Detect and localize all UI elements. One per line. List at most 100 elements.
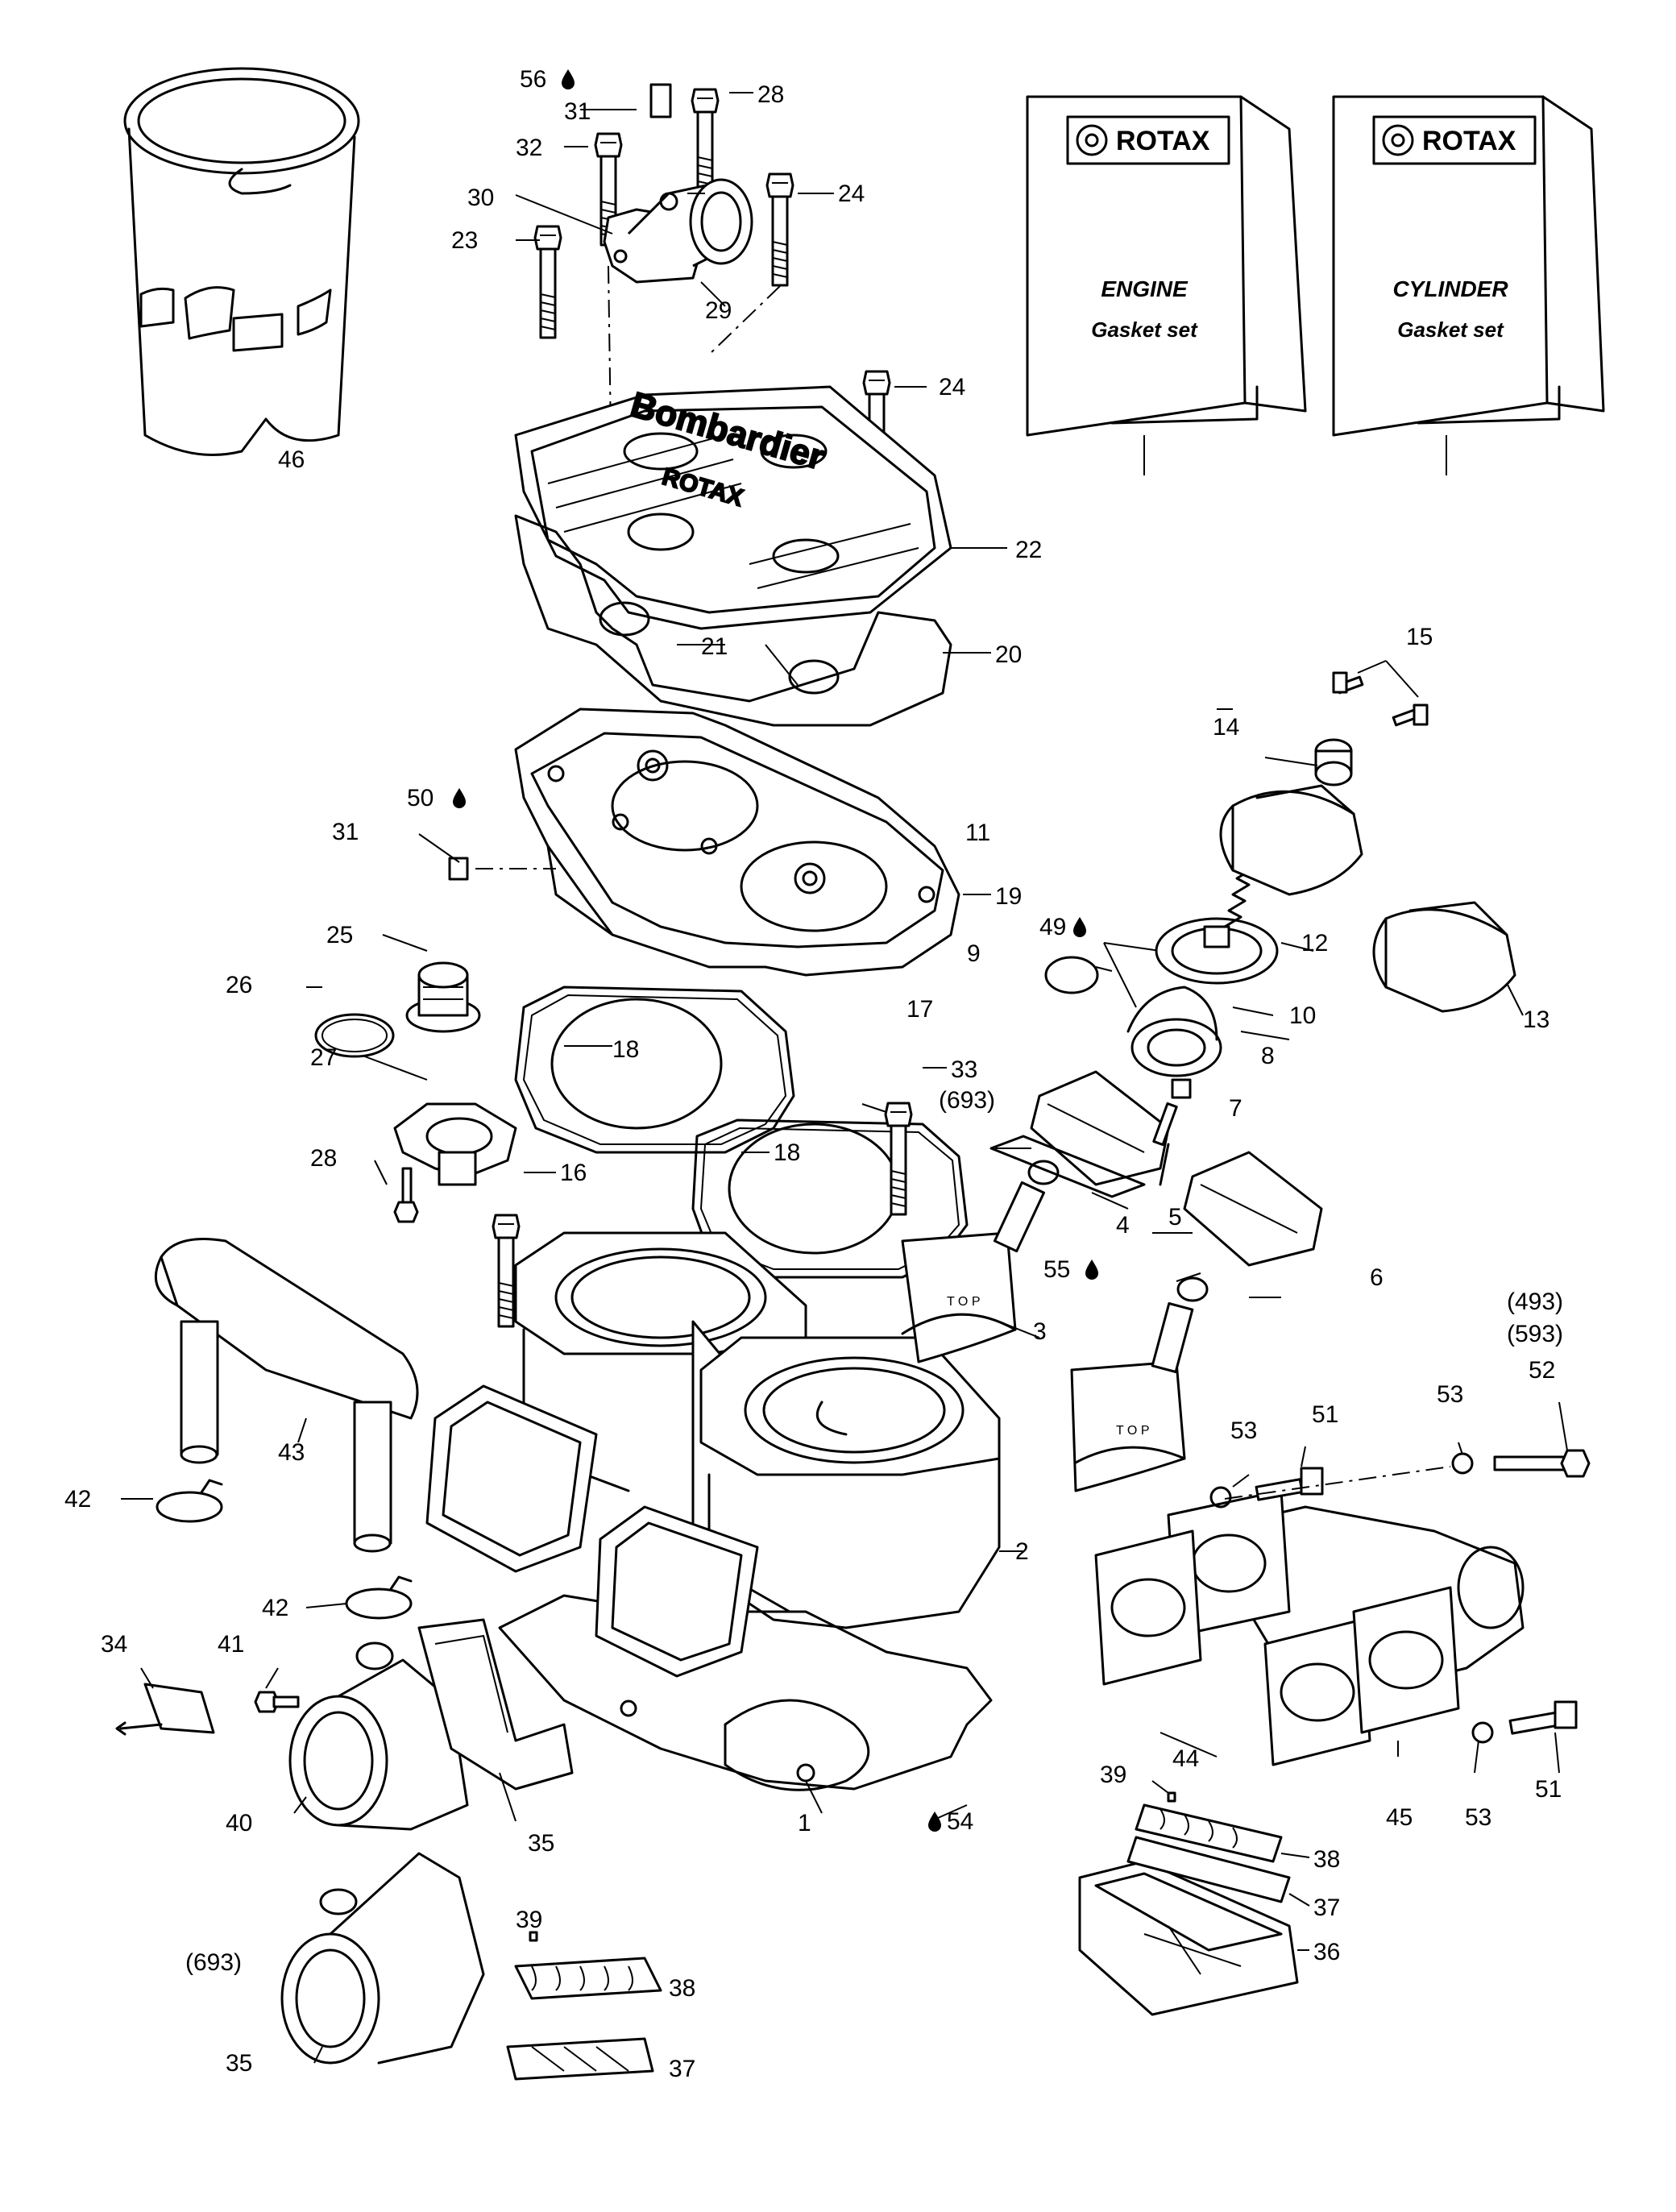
callout-label: 3 [1033,1318,1047,1345]
callout-label: 40 [226,1810,252,1836]
callout-label: 1 [798,1810,811,1836]
valve-housing [1183,1151,1323,1267]
callout-label: 19 [995,883,1022,910]
callout-label: 39 [516,1907,542,1933]
callout-label: 15 [1406,624,1433,650]
callout-label: 29 [705,297,732,324]
manual-cylinder-gasket-set: ROTAX CYLINDER Gasket set [1332,95,1605,475]
valve-housing [1030,1070,1170,1186]
callout-label: 42 [64,1486,91,1513]
screw [1508,1700,1578,1735]
callout-label: 22 [1015,537,1042,563]
callout-label: 10 [1289,1002,1316,1029]
callout-label: 24 [838,181,865,207]
oil-drop-icon [1085,1260,1098,1280]
reed-valve-left [425,1384,759,1678]
callout-label: 21 [701,633,728,660]
set-screw [649,83,672,118]
callout-label: 31 [332,819,359,845]
callout-label: 35 [528,1830,554,1857]
callout-label: 36 [1313,1939,1340,1965]
gear-logo-icon [1382,124,1414,156]
callout-label: 25 [326,922,353,948]
callout-labels: 56 31 28 32 30 23 24 29 24 46 22 21 20 1… [64,66,1563,2082]
rave-valve: T O P [901,1160,1060,1363]
part-mark: T O P [1116,1424,1150,1438]
callout-label: 52 [1529,1357,1555,1384]
rave-valve: T O P [1070,1276,1209,1492]
manual-title: CYLINDER [1392,276,1508,301]
callout-label: 42 [262,1595,288,1621]
hose-clamp [156,1479,223,1523]
callout-label: 31 [564,98,591,125]
exhaust-manifold [154,1238,419,1553]
callout-label: 32 [516,135,542,161]
head-gasket-outer [514,514,952,727]
oil-drop-icon [1073,917,1086,937]
callout-label: 53 [1437,1381,1463,1408]
cylinder-head [514,708,960,977]
callout-label: 18 [612,1036,639,1063]
diaphragm [1155,917,1279,985]
screw [1392,703,1429,727]
screw [254,1691,300,1713]
callout-label: 30 [467,185,494,211]
callout-label: (693) [939,1087,995,1114]
callout-label: 56 [520,66,546,93]
callout-label: 18 [774,1139,800,1166]
valve-cap [1314,738,1353,786]
manual-subtitle: Gasket set [1091,317,1198,342]
callout-label: 35 [226,2050,252,2077]
callout-label: (593) [1507,1321,1563,1347]
callout-label: 5 [1168,1204,1182,1231]
intake-adaptor [288,1641,469,1831]
callout-label: 43 [278,1439,305,1466]
callout-label: 26 [226,972,252,998]
callout-label: 41 [218,1631,244,1658]
callout-label: 53 [1465,1804,1491,1831]
callout-label: 8 [1261,1043,1275,1069]
callout-label: 24 [939,374,965,400]
gear-logo-icon [1076,124,1108,156]
callout-label: 49 [1039,914,1066,940]
reed-petals [1126,1791,1291,1903]
callout-label: 38 [1313,1846,1340,1873]
callout-label: 13 [1523,1006,1549,1033]
callout-label: (693) [185,1949,242,1976]
callout-label: 28 [757,81,784,108]
callout-label: 20 [995,641,1022,668]
cylinder-head-cover: Bombardier ROTAX [514,384,952,630]
valve-piston [1103,942,1222,1077]
manual-brand: ROTAX [1422,126,1516,156]
reed-petals [506,1931,662,2081]
callout-label: 17 [906,996,933,1023]
manual-engine-gasket-set: ROTAX ENGINE Gasket set [1026,95,1307,475]
oil-drop-icon [928,1812,941,1832]
screw [1255,1467,1324,1501]
oil-drop-icon [562,69,575,89]
thermostat [405,961,481,1033]
callout-label: 14 [1213,714,1239,741]
callout-label: 16 [560,1160,587,1186]
valve-cover-lower [1372,901,1516,1013]
callout-label: 4 [1116,1212,1130,1239]
water-outlet-housing [603,178,753,284]
callout-label: 51 [1312,1401,1338,1428]
callout-label: 12 [1301,930,1328,957]
plug-screw [448,857,469,881]
callout-label: 7 [1229,1095,1242,1122]
callout-label: 51 [1535,1776,1562,1803]
valve-gasket [989,1135,1146,1198]
callout-label: 53 [1230,1417,1257,1444]
reed-valve-cage [417,1618,574,1791]
washer [1451,1452,1474,1475]
thermostat-o-ring [314,1013,395,1058]
valve-cover [1219,784,1363,896]
callout-label: 39 [1100,1762,1126,1788]
callout-label: 2 [1015,1538,1029,1565]
callout-label: 55 [1043,1256,1070,1283]
screw [393,1167,419,1223]
washer [1471,1721,1494,1744]
part-mark: T O P [947,1295,981,1309]
callout-label: 44 [1172,1745,1199,1772]
